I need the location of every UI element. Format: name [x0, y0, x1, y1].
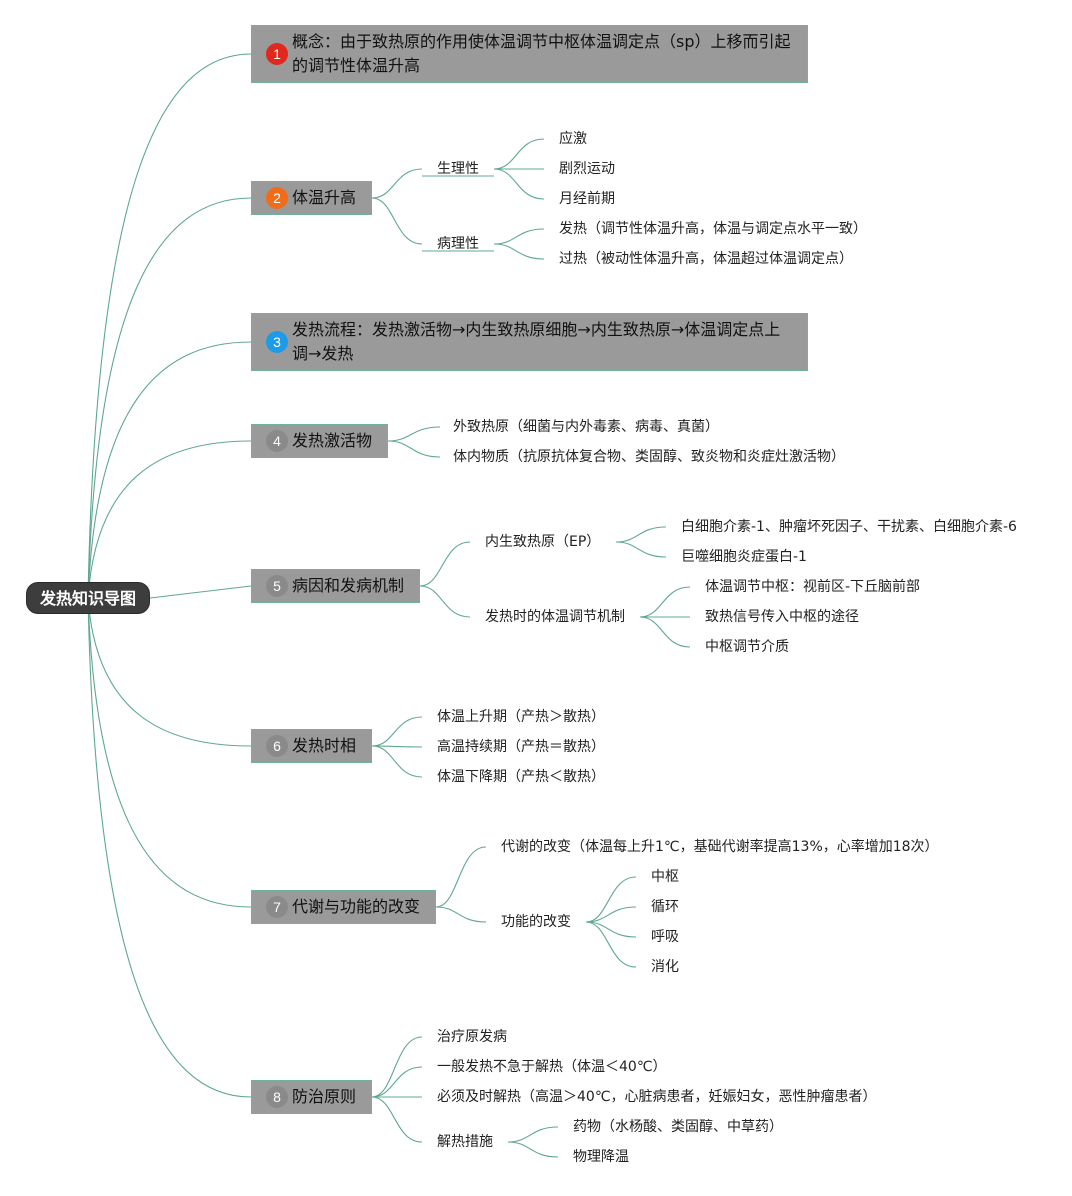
connector: [639, 616, 691, 648]
connector: [149, 585, 252, 599]
branch-4-activators[interactable]: 4 发热激活物: [251, 424, 388, 458]
branch-6-phases[interactable]: 6 发热时相: [251, 729, 372, 763]
connector: [615, 526, 667, 543]
connector: [493, 243, 545, 260]
branch-3-label: 发热流程：发热激活物→内生致热原细胞→内生致热原→体温调定点上调→发热: [292, 320, 781, 363]
connector: [419, 541, 471, 587]
node-function-change[interactable]: 功能的改变: [501, 914, 571, 930]
connector-root-1: [87, 53, 252, 599]
connector-root-6: [87, 597, 252, 747]
connector-root-3: [87, 341, 252, 599]
leaf-falling-phase[interactable]: 体温下降期（产热＜散热）: [437, 769, 605, 785]
number-3-icon: 3: [266, 331, 288, 353]
connector: [639, 586, 691, 618]
number-6-icon: 6: [266, 735, 288, 757]
connector: [419, 585, 471, 618]
branch-6-label: 发热时相: [292, 736, 357, 755]
leaf-mip1[interactable]: 巨噬细胞炎症蛋白-1: [681, 549, 807, 565]
number-4-icon: 4: [266, 430, 288, 452]
connector: [387, 440, 441, 458]
leaf-treat-primary[interactable]: 治疗原发病: [437, 1029, 507, 1045]
leaf-drugs[interactable]: 药物（水杨酸、类固醇、中草药）: [573, 1119, 783, 1135]
connector-root-7: [87, 597, 252, 908]
leaf-stress[interactable]: 应激: [559, 131, 587, 147]
branch-8-label: 防治原则: [292, 1087, 357, 1106]
connector: [371, 1066, 423, 1098]
node-metabolic-change[interactable]: 代谢的改变（体温每上升1℃，基础代谢率提高13%，心率增加18次）: [501, 839, 939, 855]
leaf-plateau-phase[interactable]: 高温持续期（产热＝散热）: [437, 739, 605, 755]
leaf-respiration[interactable]: 呼吸: [651, 929, 679, 945]
leaf-hyperthermia[interactable]: 过热（被动性体温升高，体温超过体温调定点）: [559, 251, 853, 267]
connector: [371, 168, 423, 199]
number-2-icon: 2: [266, 187, 288, 209]
leaf-regulation-center[interactable]: 体温调节中枢：视前区-下丘脑前部: [705, 579, 921, 595]
connector: [371, 745, 423, 778]
connector: [507, 1126, 559, 1143]
connector: [585, 906, 637, 923]
connector: [493, 168, 545, 200]
node-pathological[interactable]: 病理性: [437, 236, 479, 252]
branch-2-temperature-rise[interactable]: 2 体温升高: [251, 181, 372, 215]
connector: [493, 138, 545, 170]
number-5-icon: 5: [266, 575, 288, 597]
connector: [585, 921, 637, 938]
leaf-circulation[interactable]: 循环: [651, 899, 679, 915]
connector: [371, 197, 423, 245]
node-regulation-mechanism[interactable]: 发热时的体温调节机制: [485, 609, 625, 625]
leaf-central[interactable]: 中枢: [651, 869, 679, 885]
leaf-digestion[interactable]: 消化: [651, 959, 679, 975]
connector: [435, 846, 487, 908]
node-antipyretic-measures[interactable]: 解热措施: [437, 1134, 493, 1150]
branch-5-label: 病因和发病机制: [292, 576, 405, 595]
branch-4-label: 发热激活物: [292, 431, 373, 450]
branch-8-treatment[interactable]: 8 防治原则: [251, 1080, 372, 1114]
number-1-icon: 1: [266, 43, 288, 65]
connector: [371, 716, 423, 747]
branch-5-etiology[interactable]: 5 病因和发病机制: [251, 569, 420, 603]
branch-3-process[interactable]: 3 发热流程：发热激活物→内生致热原细胞→内生致热原→体温调定点上调→发热: [251, 313, 808, 371]
leaf-internal-substances[interactable]: 体内物质（抗原抗体复合物、类固醇、致炎物和炎症灶激活物）: [453, 449, 845, 465]
branch-2-label: 体温升高: [292, 188, 357, 207]
connector-root-8: [87, 597, 252, 1098]
branch-7-changes[interactable]: 7 代谢与功能的改变: [251, 890, 436, 924]
leaf-central-mediators[interactable]: 中枢调节介质: [705, 639, 789, 655]
connector-root-4: [87, 440, 252, 599]
branch-1-label: 概念：由于致热原的作用使体温调节中枢体温调定点（sp）上移而引起的调节性体温升高: [292, 32, 791, 75]
leaf-physical-cooling[interactable]: 物理降温: [573, 1149, 629, 1165]
connector: [585, 921, 637, 968]
connector: [371, 1096, 423, 1143]
leaf-rising-phase[interactable]: 体温上升期（产热＞散热）: [437, 709, 605, 725]
leaf-exogenous-pyrogen[interactable]: 外致热原（细菌与内外毒素、病毒、真菌）: [453, 419, 719, 435]
leaf-no-rush-antipyresis[interactable]: 一般发热不急于解热（体温＜40℃）: [437, 1059, 667, 1075]
node-endogenous-pyrogen[interactable]: 内生致热原（EP）: [485, 534, 601, 550]
root-node[interactable]: 发热知识导图: [26, 582, 150, 614]
number-7-icon: 7: [266, 896, 288, 918]
leaf-premenstrual[interactable]: 月经前期: [559, 191, 615, 207]
leaf-timely-antipyresis[interactable]: 必须及时解热（高温＞40℃，心脏病患者，妊娠妇女，恶性肿瘤患者）: [437, 1089, 877, 1105]
connector: [435, 906, 487, 923]
leaf-cytokines[interactable]: 白细胞介素-1、肿瘤坏死因子、干扰素、白细胞介素-6: [681, 519, 1017, 535]
connector: [507, 1141, 559, 1158]
leaf-exercise[interactable]: 剧烈运动: [559, 161, 615, 177]
leaf-fever[interactable]: 发热（调节性体温升高，体温与调定点水平一致）: [559, 221, 867, 237]
connector: [615, 541, 667, 558]
connector: [493, 228, 545, 245]
leaf-signal-pathway[interactable]: 致热信号传入中枢的途径: [705, 609, 859, 625]
branch-7-label: 代谢与功能的改变: [292, 897, 421, 916]
node-physiological[interactable]: 生理性: [437, 161, 479, 177]
connector: [371, 1036, 423, 1098]
branch-1-concept[interactable]: 1 概念：由于致热原的作用使体温调节中枢体温调定点（sp）上移而引起的调节性体温…: [251, 25, 808, 83]
connector: [585, 876, 637, 923]
connector-root-2: [87, 197, 252, 599]
connector: [387, 426, 441, 442]
number-8-icon: 8: [266, 1086, 288, 1108]
